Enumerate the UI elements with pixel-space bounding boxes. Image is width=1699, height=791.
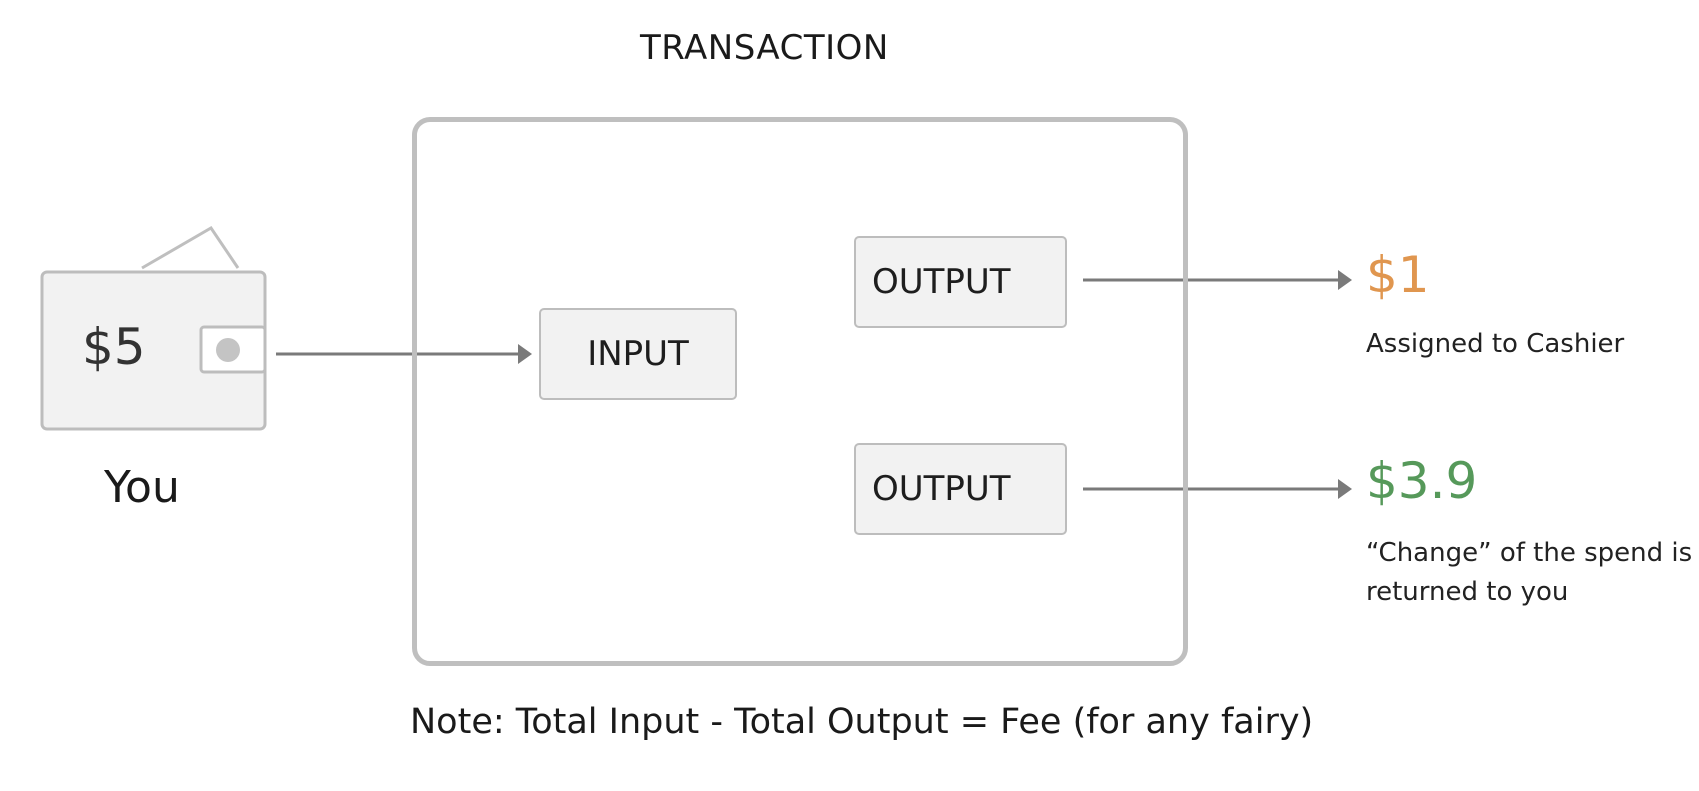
output-description-2: “Change” of the spend is returned to you (1366, 538, 1693, 607)
wallet-button (216, 338, 240, 362)
wallet-owner-label: You (104, 462, 180, 513)
arrow-right-icon (1083, 270, 1352, 290)
wallet-icon (40, 225, 267, 431)
output-node-1: OUTPUT (854, 236, 1067, 328)
output-node-2: OUTPUT (854, 443, 1067, 535)
input-node: INPUT (539, 308, 737, 400)
arrow-right-icon (276, 344, 532, 364)
wallet-amount: $5 (82, 318, 146, 376)
output-description-1: Assigned to Cashier (1366, 329, 1625, 359)
diagram-title: TRANSACTION (640, 28, 889, 68)
output-amount-1: $1 (1366, 246, 1430, 304)
output-amount-2: $3.9 (1366, 452, 1478, 510)
transaction-box (412, 117, 1188, 666)
fee-note: Note: Total Input - Total Output = Fee (… (410, 702, 1314, 742)
arrow-right-icon (1083, 479, 1352, 499)
